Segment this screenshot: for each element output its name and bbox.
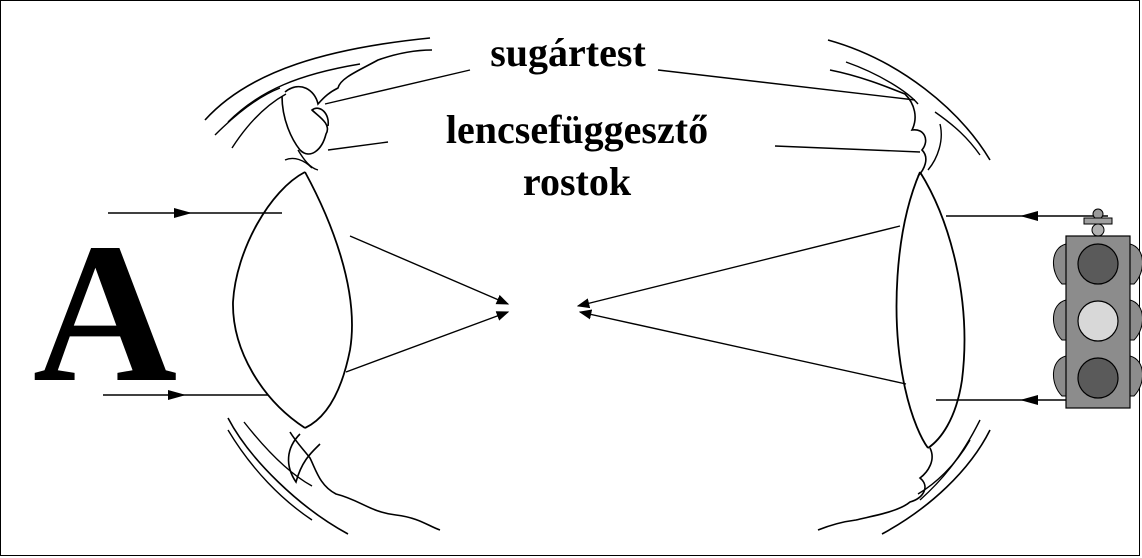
left-converging-ray-bottom <box>346 312 508 372</box>
right-converging-ray-bottom <box>580 312 906 384</box>
right-ray-bottom-arrowhead <box>1020 395 1038 405</box>
label-zonule-line1: lencsefüggesztő <box>446 107 708 152</box>
label-ciliary-body: sugártest <box>490 30 646 75</box>
traffic-light-top-knob <box>1092 224 1104 236</box>
left-upper-ciliary-body <box>282 96 328 154</box>
near-object-letter: A <box>33 203 177 424</box>
right-upper-zonule <box>928 124 941 170</box>
right-lens-front <box>897 172 928 448</box>
left-lower-ciliary-body <box>289 434 320 482</box>
left-upper-fold-a <box>215 88 280 135</box>
left-upper-fold-b <box>232 94 286 148</box>
right-ray-top-arrowhead <box>1020 211 1038 221</box>
left-lower-ciliary-outline <box>290 432 440 530</box>
visor-left-3 <box>1053 356 1066 396</box>
visor-right-2 <box>1130 300 1142 340</box>
zonule-leader-left <box>328 142 388 150</box>
label-zonule-line2: rostok <box>523 159 632 204</box>
right-upper-ciliary-body <box>830 70 926 176</box>
left-lower-sclera-outer <box>228 418 348 534</box>
right-lens-back <box>920 172 964 448</box>
traffic-light-icon <box>1053 209 1142 408</box>
traffic-light-cap <box>1084 218 1112 224</box>
left-lower-sclera-inner <box>244 422 312 486</box>
zonule-leader-right <box>775 146 920 152</box>
visor-right-3 <box>1130 356 1142 396</box>
visor-right-1 <box>1130 244 1142 284</box>
lamp-middle-lit <box>1078 301 1118 341</box>
left-lower-fold <box>228 430 312 520</box>
lamp-bottom-off <box>1078 358 1118 398</box>
visor-left-1 <box>1053 244 1066 284</box>
left-lens-back <box>305 172 352 428</box>
right-lower-ciliary-body <box>818 448 932 530</box>
sugartest-leader-left <box>325 70 470 104</box>
lamp-top-off <box>1078 244 1118 284</box>
right-upper-sclera-inner <box>846 62 918 104</box>
left-upper-sclera-inner <box>228 64 360 122</box>
left-lens-front <box>233 172 305 428</box>
left-converging-ray-top <box>350 236 508 304</box>
visor-left-2 <box>1053 300 1066 340</box>
right-converging-ray-top <box>578 226 900 306</box>
